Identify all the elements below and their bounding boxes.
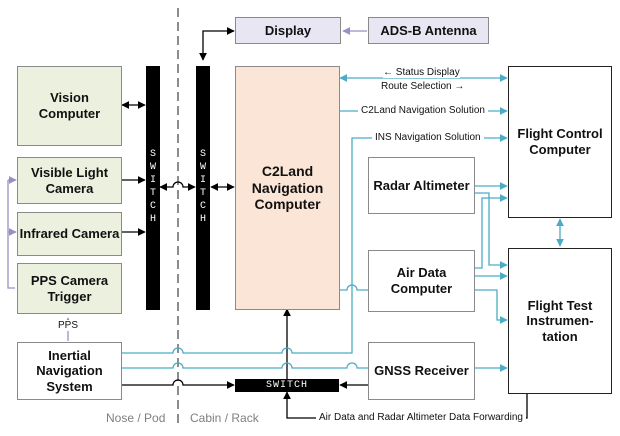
flight-test-instrumentation-box: Flight Test Instrumen-tation xyxy=(508,248,612,394)
pps-camera-trigger-box: PPS Camera Trigger xyxy=(17,263,122,314)
ins-fti-line xyxy=(122,362,508,372)
switch-to-switch-line xyxy=(159,181,196,191)
airdata-fcc-line xyxy=(475,194,508,269)
c2land-solution-label: C2Land Navigation Solution xyxy=(358,105,488,116)
inertial-navigation-system-box: Inertial Navigation System xyxy=(17,342,122,400)
ins-bottom-switch-line xyxy=(122,379,235,389)
cabin-rack-label: Cabin / Rack xyxy=(190,411,259,425)
ins-solution-line xyxy=(122,134,508,354)
radar-fti-line xyxy=(475,192,508,269)
nose-pod-label: Nose / Pod xyxy=(106,411,166,425)
gnss-receiver-box: GNSS Receiver xyxy=(368,342,475,400)
ins-solution-label: INS Navigation Solution xyxy=(372,132,484,143)
switch-display-line xyxy=(199,27,235,61)
radar-altimeter-box: Radar Altimeter xyxy=(368,157,475,214)
status-display-label: ← Status Display xyxy=(383,67,460,78)
bottom-switch: SWITCH xyxy=(235,379,339,392)
cabin-switch: SWITCH xyxy=(196,66,210,310)
air-data-computer-box: Air Data Computer xyxy=(368,250,475,312)
forwarding-label: Air Data and Radar Altimeter Data Forwar… xyxy=(316,412,526,423)
infrared-camera-box: Infrared Camera xyxy=(17,212,122,256)
pps-trigger-line xyxy=(7,180,15,289)
pps-label: PPS xyxy=(58,320,79,331)
visible-light-camera-box: Visible Light Camera xyxy=(17,157,122,204)
route-selection-label: Route Selection → xyxy=(381,81,465,92)
display-box: Display xyxy=(235,17,341,44)
c2land-navigation-computer-box: C2Land Navigation Computer xyxy=(235,66,340,310)
pod-switch: SWITCH xyxy=(146,66,160,310)
adsb-antenna-box: ADS-B Antenna xyxy=(368,17,489,44)
vision-computer-box: Vision Computer xyxy=(17,66,122,146)
flight-control-computer-box: Flight Control Computer xyxy=(508,66,612,218)
